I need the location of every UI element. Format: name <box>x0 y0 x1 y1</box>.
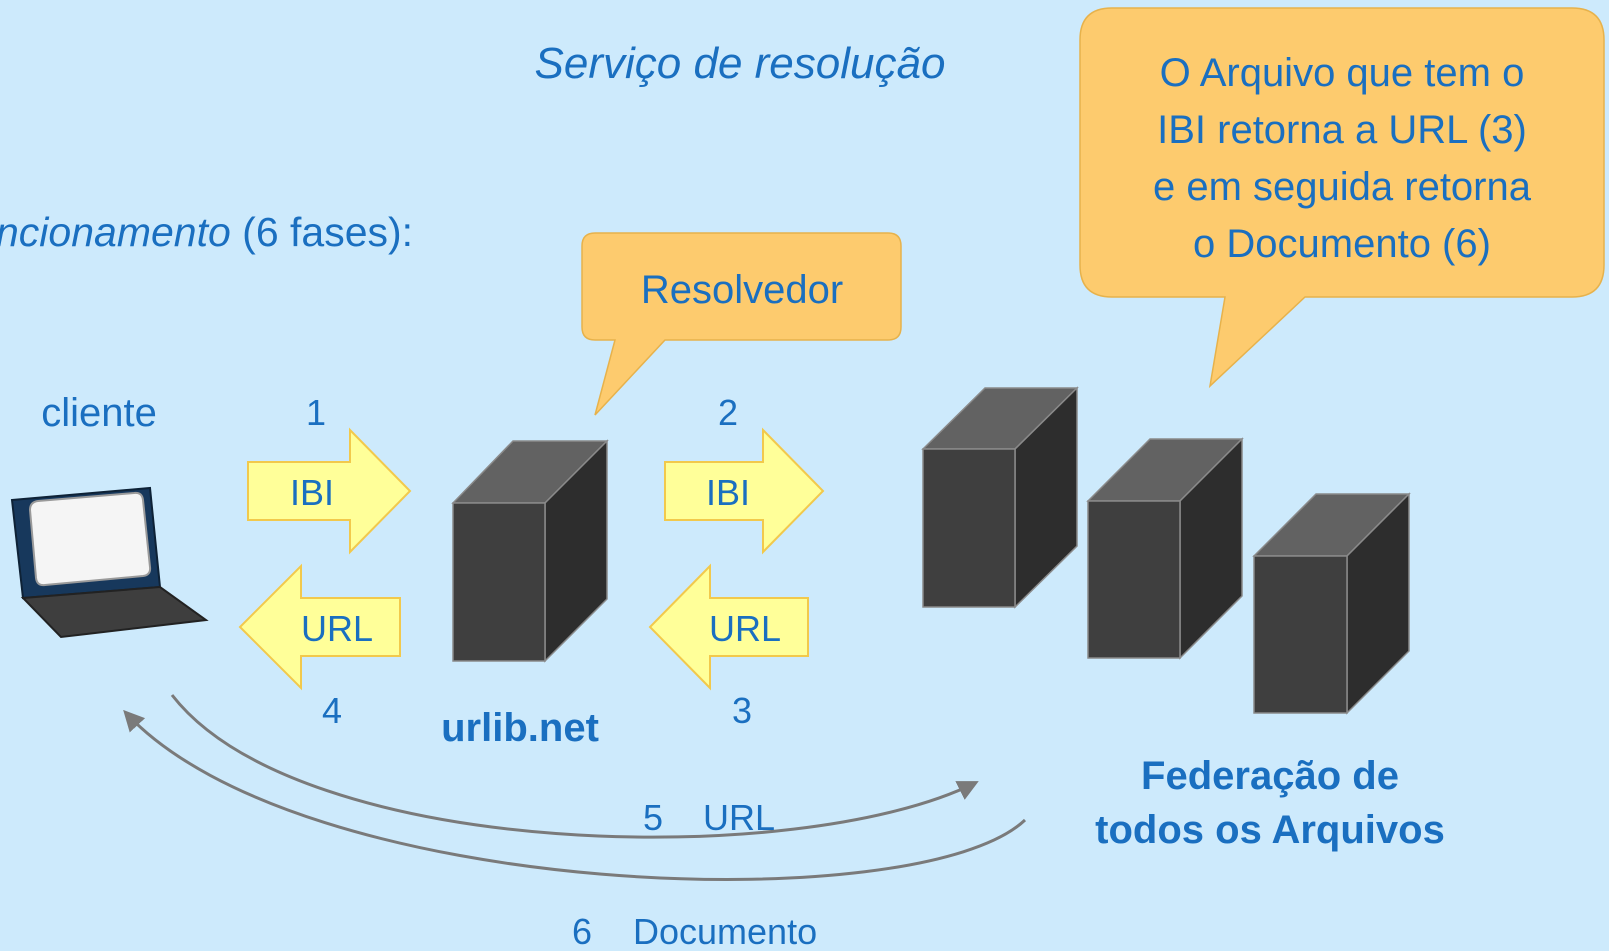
resolver-callout-text: Resolvedor <box>641 268 843 312</box>
archive-callout-line-4: o Documento (6) <box>1193 222 1491 266</box>
archive-callout-line-3: e em seguida retorna <box>1153 165 1532 209</box>
archive-callout-line-1: O Arquivo que tem o <box>1160 51 1525 95</box>
federation-label-line-2: todos os Arquivos <box>1095 808 1445 852</box>
step-6-label: Documento <box>633 911 817 951</box>
step-5-number: 5 <box>643 797 663 838</box>
url-arrow-step-3-label: URL <box>709 608 781 649</box>
url-arrow-step-4: URL <box>238 563 401 691</box>
resolver-host-label: urlib.net <box>441 706 599 750</box>
step-5-label: URL <box>703 797 775 838</box>
subtitle-rest: (6 fases): <box>231 209 413 255</box>
server-icon <box>451 439 609 663</box>
step-2-number: 2 <box>718 392 738 433</box>
ibi-arrow-step-2-label: IBI <box>706 472 750 513</box>
step-4-number: 4 <box>322 690 342 731</box>
archive-callout: O Arquivo que tem o IBI retorna a URL (3… <box>1079 7 1605 389</box>
curve-arrow-step-5 <box>170 694 979 839</box>
archive-callout-line-2: IBI retorna a URL (3) <box>1157 108 1527 152</box>
page-title: Serviço de resolução <box>535 39 946 88</box>
step-6-number: 6 <box>572 911 592 951</box>
url-arrow-step-3: URL <box>648 563 809 691</box>
ibi-arrow-step-1: IBI <box>247 427 412 555</box>
ibi-arrow-step-1-label: IBI <box>290 472 334 513</box>
resolver-callout: Resolvedor <box>581 232 902 416</box>
federation-label-line-1: Federação de <box>1141 754 1399 798</box>
archive-server-1-icon <box>921 386 1079 609</box>
step-3-number: 3 <box>732 690 752 731</box>
subtitle-italic: ncionamento <box>0 209 231 255</box>
url-arrow-step-4-label: URL <box>301 608 373 649</box>
archive-server-2-icon <box>1086 437 1244 660</box>
step-1-number: 1 <box>306 392 326 433</box>
curve-arrow-step-6 <box>123 709 1027 881</box>
ibi-arrow-step-2: IBI <box>664 427 825 555</box>
client-label: cliente <box>41 391 157 435</box>
archive-server-3-icon <box>1252 492 1411 715</box>
subtitle: ncionamento (6 fases): <box>0 209 413 255</box>
laptop-icon <box>10 486 209 639</box>
